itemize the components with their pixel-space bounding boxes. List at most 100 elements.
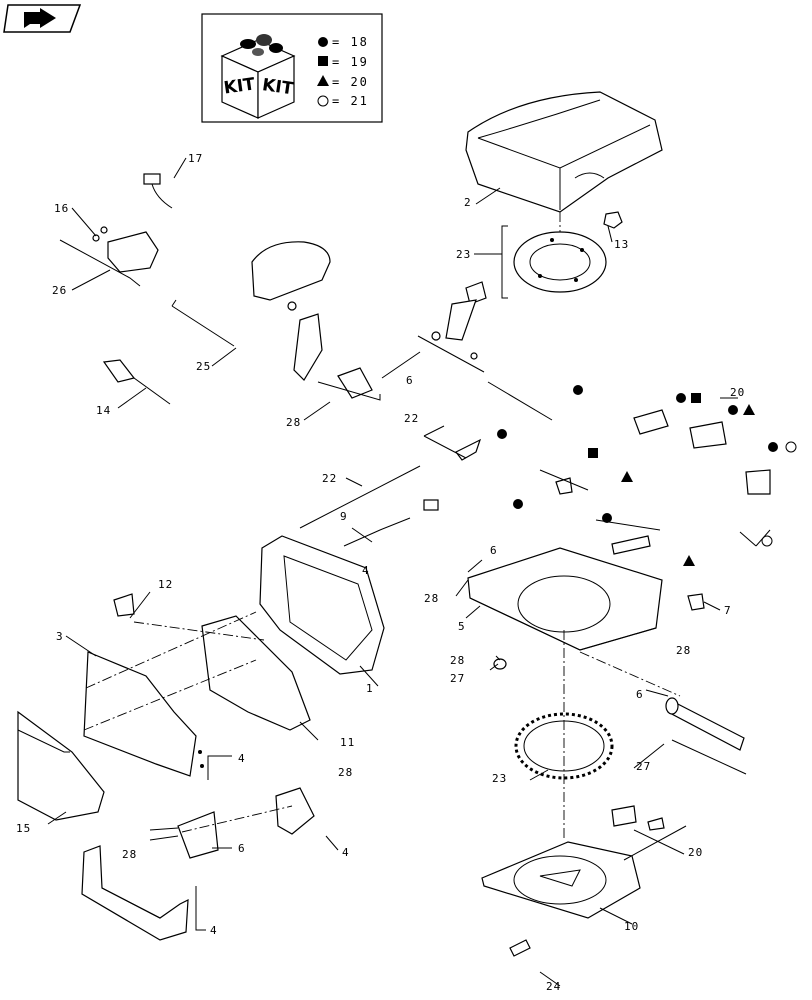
filled-circle-icon [573,385,583,395]
filled-circle-icon [676,393,686,403]
callout-14: 14 [96,404,111,417]
filled-circle-icon [602,513,612,523]
callout-7: 7 [724,604,732,617]
callout-23-lower: 23 [492,772,507,785]
armrest [171,241,331,381]
rear-panel [83,651,204,777]
callout-3: 3 [56,630,64,643]
callout-5: 5 [458,620,466,633]
filled-triangle-icon [683,555,695,566]
legend-entry-18: = 18 [318,35,369,49]
callout-20-lower: 20 [688,846,703,859]
callout-1: 1 [366,682,374,695]
callout-28-lower: 28 [122,848,137,861]
assembly-lines [83,212,681,840]
armrest-bracket [59,226,159,287]
callout-4-cable: 4 [362,564,370,577]
callout-6-base: 6 [490,544,498,557]
filled-circle-icon [728,405,738,415]
filled-triangle-icon [317,75,329,86]
fitting [687,593,705,611]
callout-9: 9 [340,510,348,523]
seat-base [467,547,663,651]
open-circle-icon [317,95,329,107]
open-circle-icon [785,441,797,453]
callout-4-panel: 4 [238,752,246,765]
kit-word-right: KIT [261,75,295,99]
callout-6-spindle: 6 [406,374,414,387]
legend-entry-20: = 20 [317,75,369,89]
side-clip [113,593,135,617]
callout-27-tube: 27 [636,760,651,773]
spacer [493,658,507,670]
callout-6-lower: 6 [238,842,246,855]
latch-brackets [633,393,755,449]
mounting-plate-upper [501,225,607,299]
backrest-frame [259,535,385,675]
filled-circle-icon [768,442,778,452]
backrest-cover [201,615,311,731]
height-adjust-spindle [417,281,487,373]
filled-triangle-icon [743,404,755,415]
filled-circle-icon [497,429,507,439]
actuator-rod [487,381,583,421]
filled-square-icon [318,56,328,66]
callout-11: 11 [340,736,355,749]
latch-lower [611,805,665,831]
callout-2: 2 [464,196,472,209]
callout-labels: 1 2 3 4 4 4 4 5 6 6 6 6 7 9 10 11 12 13 … [16,152,745,993]
release-handle [423,425,507,461]
swivel-plate [481,841,641,919]
callout-13: 13 [614,238,629,251]
switch-with-cable [143,173,173,209]
filled-triangle-icon [621,471,633,482]
kit-legend-box: KIT KIT = 18 = 19 = 20 = 21 [201,13,383,123]
filled-square-icon [588,448,598,458]
callout-20-upper: 20 [730,386,745,399]
kit-box-icon: KIT KIT [220,34,296,119]
navigation-arrow-icon[interactable] [3,4,82,33]
legend-entry-21: = 21 [317,94,369,108]
callout-6-rear: 6 [636,688,644,701]
callout-17: 17 [188,152,203,165]
lower-mount [149,811,219,859]
back-cover [17,710,105,821]
lever-assembly [102,359,171,405]
lower-bracket [275,787,315,835]
callout-12: 12 [158,578,173,591]
callout-4-frame: 4 [210,924,218,937]
adjustment-knob [603,211,623,229]
callout-22-cable: 22 [322,472,337,485]
callout-25: 25 [196,360,211,373]
callout-15: 15 [16,822,31,835]
filled-square-icon [691,393,701,403]
svg-text:= 20: = 20 [332,75,369,89]
callout-27-spacer: 27 [450,672,465,685]
cable-assembly [299,465,439,547]
callout-28-bracket: 28 [338,766,353,779]
callout-16: 16 [54,202,69,215]
callout-23-upper: 23 [456,248,471,261]
callout-26: 26 [52,284,67,297]
callout-28-spacer: 28 [450,654,465,667]
leader-lines [47,157,771,987]
armrest-mount-bracket [317,367,381,401]
callout-22-handle: 22 [404,412,419,425]
lower-frame [81,845,189,941]
svg-text:= 21: = 21 [332,94,369,108]
open-circle-icon [761,535,773,547]
callout-28-armrest: 28 [286,416,301,429]
callout-24: 24 [546,980,561,993]
svg-text:= 18: = 18 [332,35,369,49]
svg-text:= 19: = 19 [332,55,369,69]
callout-28-rear: 28 [676,644,691,657]
seat-cushion [465,91,663,213]
small-hardware-group [513,441,797,566]
legend-entry-19: = 19 [318,55,369,69]
callout-4-bracket: 4 [342,846,350,859]
pin [509,939,531,957]
slide-tube [665,697,745,751]
kit-word-left: KIT [223,74,257,98]
callout-28-base: 28 [424,592,439,605]
